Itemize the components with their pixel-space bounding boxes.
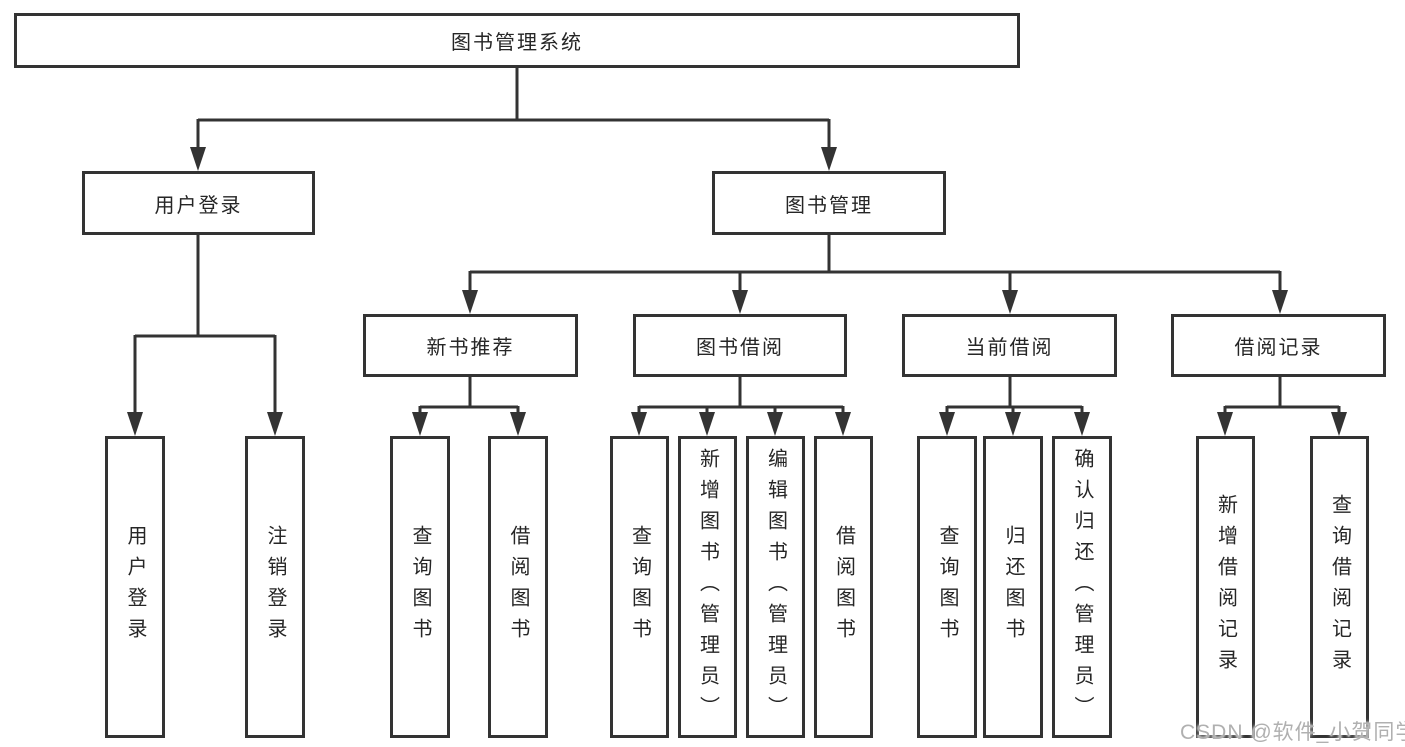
node-root-label: 图书管理系统: [451, 32, 583, 54]
leaf-return-books: 归还图书: [983, 436, 1043, 738]
leaf-query-books-recommend: 查询图书: [390, 436, 450, 738]
node-book-mgmt: 图书管理: [712, 171, 946, 235]
leaf-confirm-return-admin-label: 确认归还（管理员）: [1071, 447, 1093, 727]
leaf-borrow-books-borrow-label: 借阅图书: [832, 525, 855, 649]
node-book-borrow: 图书借阅: [633, 314, 847, 377]
csdn-watermark: CSDN @软件_小贺同学: [1180, 721, 1405, 744]
leaf-return-books-label: 归还图书: [1002, 525, 1024, 649]
leaf-add-borrow-record: 新增借阅记录: [1196, 436, 1255, 738]
leaf-borrow-books-recommend-label: 借阅图书: [507, 525, 529, 649]
leaf-query-books-borrow: 查询图书: [610, 436, 669, 738]
leaf-user-login: 用户登录: [105, 436, 165, 738]
leaf-logout: 注销登录: [245, 436, 305, 738]
leaf-add-borrow-record-label: 新增借阅记录: [1214, 494, 1237, 680]
node-user-login-label: 用户登录: [154, 194, 243, 217]
leaf-query-books-borrow-label: 查询图书: [628, 525, 651, 649]
node-borrow-records: 借阅记录: [1171, 314, 1386, 377]
leaf-confirm-return-admin: 确认归还（管理员）: [1052, 436, 1112, 738]
leaf-query-borrow-record: 查询借阅记录: [1310, 436, 1369, 738]
node-root: 图书管理系统: [14, 13, 1020, 68]
leaf-query-books-current: 查询图书: [917, 436, 977, 738]
leaf-query-borrow-record-label: 查询借阅记录: [1328, 494, 1351, 680]
leaf-user-login-label: 用户登录: [124, 525, 146, 649]
leaf-logout-label: 注销登录: [264, 525, 286, 649]
node-current-borrow-label: 当前借阅: [965, 337, 1054, 359]
node-book-borrow-label: 图书借阅: [696, 337, 784, 359]
leaf-borrow-books-recommend: 借阅图书: [488, 436, 548, 738]
node-new-books-label: 新书推荐: [426, 337, 515, 359]
leaf-edit-books-admin: 编辑图书（管理员）: [746, 436, 805, 738]
leaf-add-books-admin: 新增图书（管理员）: [678, 436, 737, 738]
leaf-edit-books-admin-label: 编辑图书（管理员）: [764, 447, 787, 727]
node-current-borrow: 当前借阅: [902, 314, 1117, 377]
node-new-books: 新书推荐: [363, 314, 578, 377]
leaf-query-books-current-label: 查询图书: [936, 525, 958, 649]
leaf-query-books-recommend-label: 查询图书: [409, 525, 431, 649]
leaf-add-books-admin-label: 新增图书（管理员）: [696, 447, 719, 727]
leaf-borrow-books-borrow: 借阅图书: [814, 436, 873, 738]
node-borrow-records-label: 借阅记录: [1234, 337, 1323, 359]
node-user-login: 用户登录: [82, 171, 315, 235]
node-book-mgmt-label: 图书管理: [785, 194, 873, 217]
